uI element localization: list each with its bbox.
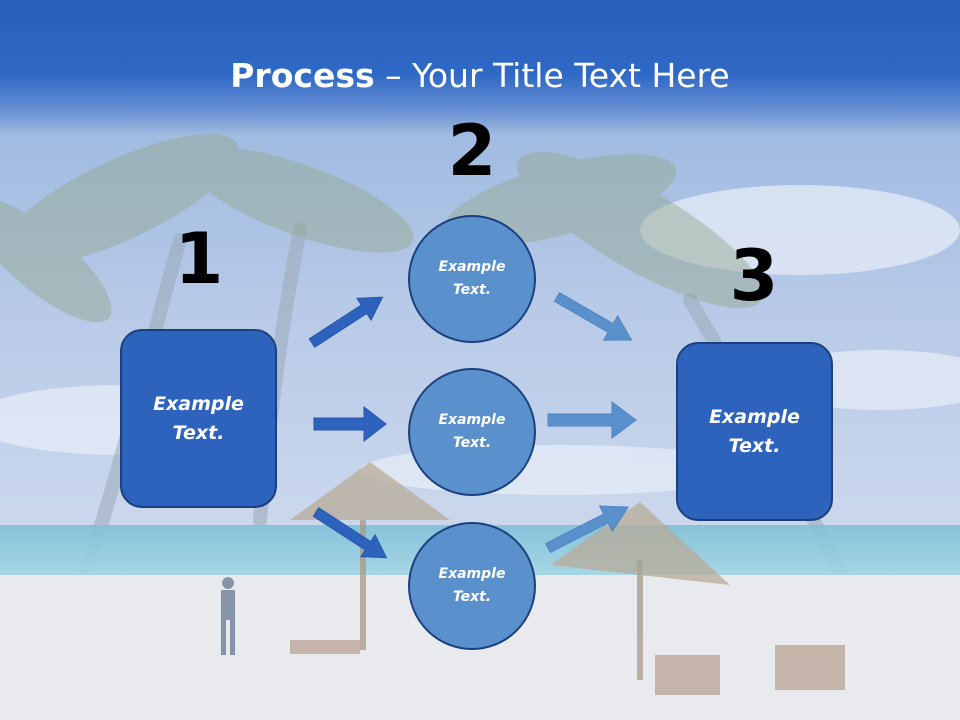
title-bold-part: Process: [230, 56, 375, 95]
step-1-box-text: Example Text.: [153, 392, 244, 444]
step-number-3: 3: [729, 235, 779, 317]
circle-top-text: Example Text.: [438, 259, 506, 298]
step-3-box-text: Example Text.: [709, 405, 800, 457]
circle-middle-text: Example Text.: [438, 412, 506, 451]
arrow-left-to-bottom: [312, 507, 388, 559]
arrow-bottom-to-right: [545, 505, 630, 554]
arrow-top-to-right: [553, 291, 633, 341]
step-number-1: 1: [174, 218, 224, 300]
step-number-2: 2: [447, 110, 497, 192]
slide-title: Process – Your Title Text Here: [0, 56, 960, 96]
step-1-box: Example Text.: [120, 329, 277, 508]
arrow-left-to-middle: [313, 405, 387, 443]
arrow-left-to-top: [308, 296, 384, 348]
arrow-middle-to-right: [547, 401, 637, 439]
title-rest-part: – Your Title Text Here: [374, 56, 730, 95]
circle-bottom-text: Example Text.: [438, 566, 506, 605]
step-3-box: Example Text.: [676, 342, 833, 521]
title-band: [0, 0, 960, 135]
step-2-circle-bottom: Example Text.: [408, 522, 536, 650]
step-2-circle-top: Example Text.: [408, 215, 536, 343]
step-2-circle-middle: Example Text.: [408, 368, 536, 496]
